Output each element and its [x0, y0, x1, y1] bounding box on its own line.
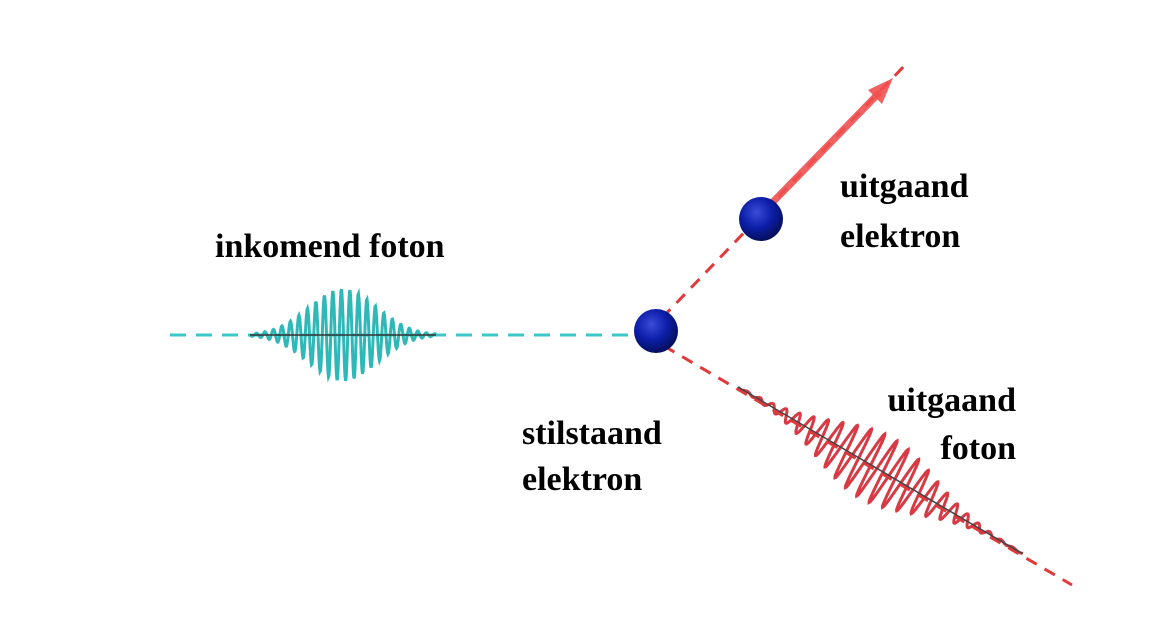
incoming-photon-label: inkomend foton: [215, 228, 445, 265]
outgoing-electron-label-line2: elektron: [840, 218, 960, 255]
outgoing-electron-label-line1: uitgaand: [840, 168, 969, 205]
outgoing-photon-wave-core: [737, 386, 1024, 555]
resting-electron-label-line2: elektron: [522, 461, 642, 498]
outgoing-photon-wavepacket: [736, 385, 1024, 556]
outgoing-photon-path: [663, 344, 1073, 587]
outgoing-photon-label-line2: foton: [940, 430, 1016, 467]
resting-electron-label-line1: stilstaand: [522, 415, 662, 452]
outgoing-electron-arrow-head: [868, 78, 893, 104]
outgoing-photon-label-line1: uitgaand: [888, 382, 1017, 419]
resting-electron-sphere: [634, 309, 678, 353]
outgoing-electron-sphere: [739, 197, 783, 241]
incoming-photon-wavepacket: [249, 287, 437, 383]
outgoing-electron-arrow-shaft: [766, 90, 882, 209]
